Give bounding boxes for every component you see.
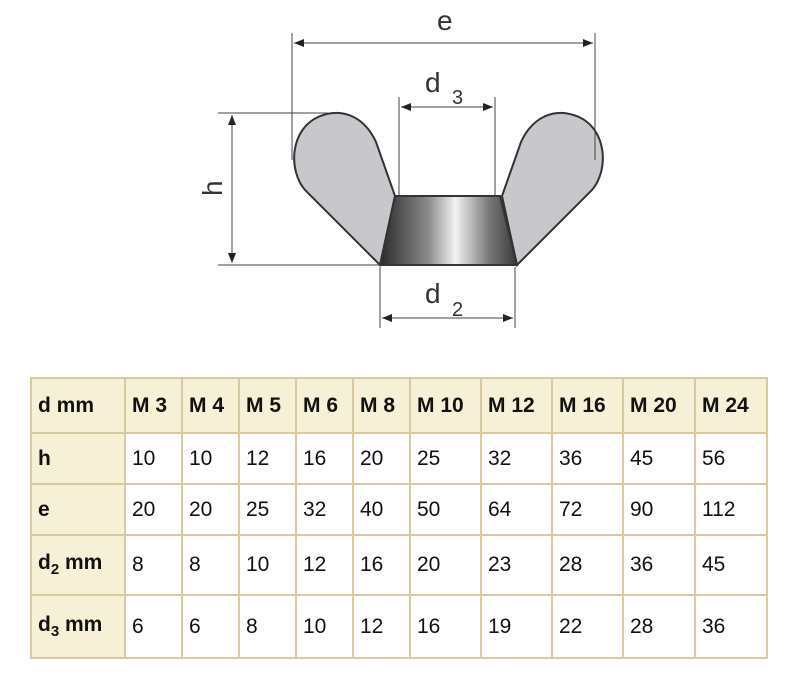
table-cell: 28	[551, 534, 624, 596]
table-cell: 8	[181, 534, 240, 596]
table-cell: 36	[551, 432, 624, 485]
table-cell: 40	[352, 483, 411, 536]
row-label-text: e	[38, 497, 50, 521]
table-cell: 25	[409, 432, 482, 485]
table-cell: 90	[622, 483, 696, 536]
header-size: M 20	[622, 377, 696, 434]
table-cell: 16	[409, 594, 482, 659]
label-d2-sub: 2	[452, 299, 463, 321]
table-cell: 23	[480, 534, 553, 596]
header-size: M 3	[124, 377, 183, 434]
table-cell: 64	[480, 483, 553, 536]
header-label: d mm	[30, 377, 126, 434]
table-cell: 20	[409, 534, 482, 596]
table-cell: 16	[352, 534, 411, 596]
header-size: M 5	[238, 377, 297, 434]
table-cell: 45	[694, 534, 768, 596]
table-cell: 112	[694, 483, 768, 536]
table-cell: 32	[480, 432, 553, 485]
row-label-text: d	[38, 612, 51, 636]
right-wing	[500, 111, 604, 268]
row-label-sub: 3	[50, 623, 60, 641]
table-cell: 32	[295, 483, 354, 536]
row-label: d2 mm	[30, 534, 126, 596]
row-label-text: h	[38, 446, 51, 470]
table-cell: 6	[181, 594, 240, 659]
table-cell: 12	[352, 594, 411, 659]
row-label-sub: 2	[50, 561, 60, 579]
header-size: M 16	[551, 377, 624, 434]
table-cell: 6	[124, 594, 183, 659]
table-cell: 72	[551, 483, 624, 536]
table-cell: 22	[551, 594, 624, 659]
table-cell: 10	[295, 594, 354, 659]
row-label-text: d	[38, 551, 51, 575]
table-cell: 12	[238, 432, 297, 485]
label-e: e	[437, 5, 453, 36]
header-size: M 8	[352, 377, 411, 434]
table-cell: 20	[181, 483, 240, 536]
row-label: d3 mm	[30, 594, 126, 659]
table-cell: 19	[480, 594, 553, 659]
left-wing	[293, 111, 397, 268]
table-cell: 10	[238, 534, 297, 596]
cone-body	[378, 195, 519, 266]
table-cell: 45	[622, 432, 696, 485]
table-cell: 12	[295, 534, 354, 596]
header-size: M 6	[295, 377, 354, 434]
label-d3: d	[425, 67, 441, 98]
label-d3-sub: 3	[452, 87, 463, 109]
table-cell: 16	[295, 432, 354, 485]
label-d2: d	[425, 278, 441, 309]
row-label: h	[30, 432, 126, 485]
table-cell: 25	[238, 483, 297, 536]
row-label: e	[30, 483, 126, 536]
table-cell: 50	[409, 483, 482, 536]
header-size: M 4	[181, 377, 240, 434]
row-label-unit: mm	[59, 551, 103, 575]
table-cell: 20	[124, 483, 183, 536]
table-cell: 10	[181, 432, 240, 485]
table-cell: 10	[124, 432, 183, 485]
label-h: h	[197, 180, 228, 196]
table-cell: 56	[694, 432, 768, 485]
header-size: M 12	[480, 377, 553, 434]
table-cell: 8	[124, 534, 183, 596]
header-size: M 24	[694, 377, 768, 434]
header-size: M 10	[409, 377, 482, 434]
table-cell: 8	[238, 594, 297, 659]
table-cell: 36	[622, 534, 696, 596]
row-label-unit: mm	[59, 612, 103, 636]
table-cell: 20	[352, 432, 411, 485]
table-cell: 28	[622, 594, 696, 659]
table-cell: 36	[694, 594, 768, 659]
wing-nut-diagram: e h d 3 d 2	[197, 5, 604, 328]
dimension-lines	[218, 33, 596, 328]
